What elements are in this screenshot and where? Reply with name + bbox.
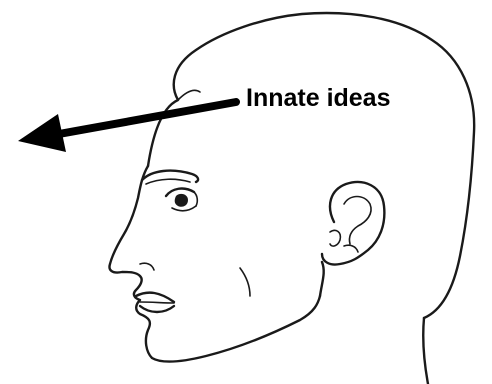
eyebrow bbox=[142, 171, 198, 182]
arrow-shaft bbox=[48, 102, 236, 136]
lower-lip bbox=[140, 306, 174, 312]
neck-back-outline bbox=[423, 318, 428, 384]
cheek-line bbox=[240, 268, 250, 296]
upper-lip bbox=[136, 293, 174, 302]
hair-outline bbox=[148, 13, 474, 318]
hair-inner-line bbox=[178, 90, 200, 100]
ear-inner bbox=[344, 197, 371, 245]
innate-ideas-label: Innate ideas bbox=[246, 86, 391, 111]
ear-canal bbox=[330, 230, 340, 246]
eye-pupil bbox=[175, 194, 188, 207]
ear-lobe-detail bbox=[344, 245, 358, 252]
eye-lash bbox=[194, 192, 197, 206]
ear-outer bbox=[322, 182, 384, 264]
arrow-head-icon bbox=[18, 114, 66, 152]
jaw-line bbox=[320, 262, 324, 296]
nostril-line bbox=[140, 263, 154, 270]
eyebrow-hatch bbox=[146, 179, 190, 184]
lip-line bbox=[140, 302, 174, 303]
eye-lower-lid bbox=[172, 206, 196, 211]
